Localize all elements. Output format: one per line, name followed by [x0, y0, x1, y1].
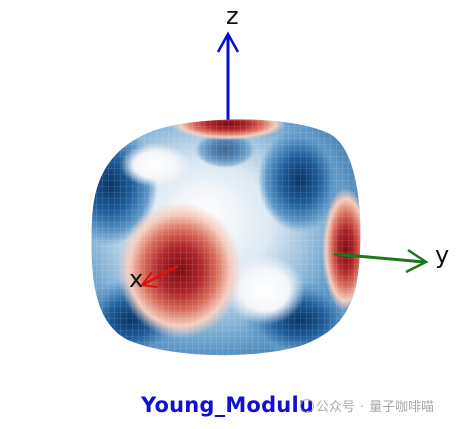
- surface-body: [91, 119, 361, 356]
- z-axis-label: z: [226, 2, 239, 30]
- y-axis-label: y: [435, 241, 449, 269]
- watermark: 公众号 · 量子咖啡喵: [300, 396, 434, 415]
- watermark-separator: ·: [360, 400, 365, 415]
- figure-caption: Young_Modulu: [141, 393, 314, 417]
- wechat-logo-icon: [300, 399, 314, 413]
- x-axis: [140, 264, 179, 288]
- z-axis: [216, 31, 240, 128]
- watermark-left-text: 公众号: [316, 400, 356, 415]
- x-axis-label: x: [129, 265, 143, 293]
- y-axis: [333, 248, 429, 274]
- watermark-right-text: 量子咖啡喵: [369, 400, 435, 415]
